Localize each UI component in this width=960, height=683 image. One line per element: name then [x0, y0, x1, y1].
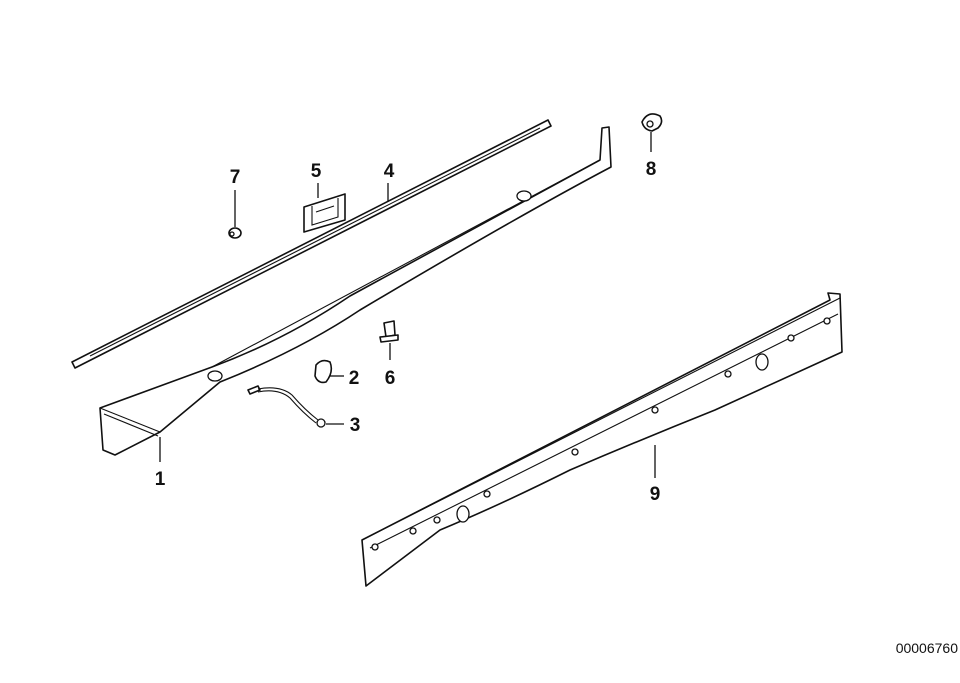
callout-label-8: 8: [646, 159, 657, 180]
sill-trim-part-1: [99, 126, 612, 456]
callout-label-4: 4: [384, 161, 395, 182]
callout-label-7: 7: [230, 167, 241, 188]
callout-label-2: 2: [349, 368, 360, 389]
clip-part-5: [303, 183, 346, 233]
expanding-clip-part-6: [379, 320, 399, 360]
callout-label-6: 6: [385, 368, 396, 389]
trim-hole-right: [516, 190, 532, 202]
cable-part-3: [247, 385, 344, 428]
callout-label-9: 9: [650, 484, 661, 505]
diagram-reference-number: 00006760: [896, 640, 959, 656]
panel-holes: [371, 317, 831, 551]
callout-label-1: 1: [155, 469, 166, 490]
sill-panel-part-9: [361, 292, 843, 587]
callout-label-3: 3: [350, 415, 361, 436]
grommet-part-8: [641, 113, 663, 152]
cap-part-2: [314, 359, 344, 384]
trim-hole-left: [207, 370, 223, 382]
seal-strip-part-4: [71, 119, 552, 369]
callout-label-5: 5: [311, 161, 322, 182]
clip-part-7: [228, 190, 242, 239]
